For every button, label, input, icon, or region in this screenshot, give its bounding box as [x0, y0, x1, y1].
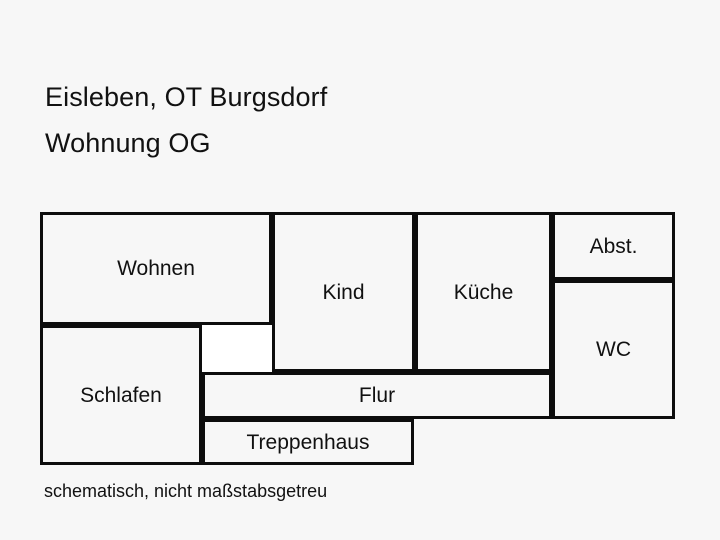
- floorplan-room-kueche[interactable]: Küche: [415, 212, 552, 372]
- floorplan-room-schlafen[interactable]: Schlafen: [40, 325, 202, 465]
- room-label-abstellraum: Abst.: [589, 234, 638, 258]
- room-label-kind: Kind: [322, 280, 365, 304]
- floorplan-room-abstellraum[interactable]: Abst.: [552, 212, 675, 280]
- room-label-wohnen: Wohnen: [117, 257, 195, 280]
- floorplan-room-kind[interactable]: Kind: [272, 212, 415, 372]
- floorplan-room-flur[interactable]: Flur: [202, 372, 552, 419]
- room-label-kueche: Küche: [453, 280, 514, 304]
- room-label-schlafen: Schlafen: [80, 383, 162, 407]
- room-label-treppenhaus: Treppenhaus: [246, 430, 370, 454]
- plan-caption: schematisch, nicht maßstabsgetreu: [44, 481, 328, 501]
- title-line-unit: Wohnung OG: [45, 128, 211, 158]
- floorplan-room-treppenhaus[interactable]: Treppenhaus: [202, 419, 414, 465]
- room-label-wc: WC: [596, 338, 631, 361]
- floorplan-room-wohnen[interactable]: Wohnen: [40, 212, 272, 325]
- title-line-location: Eisleben, OT Burgsdorf: [45, 82, 328, 112]
- page-title: Eisleben, OT Burgsdorf Wohnung OG: [45, 74, 327, 166]
- room-label-flur: Flur: [358, 384, 396, 407]
- floorplan-opening-notch-wohnen-flur: [202, 325, 272, 372]
- floorplan-room-wc[interactable]: WC: [552, 280, 675, 419]
